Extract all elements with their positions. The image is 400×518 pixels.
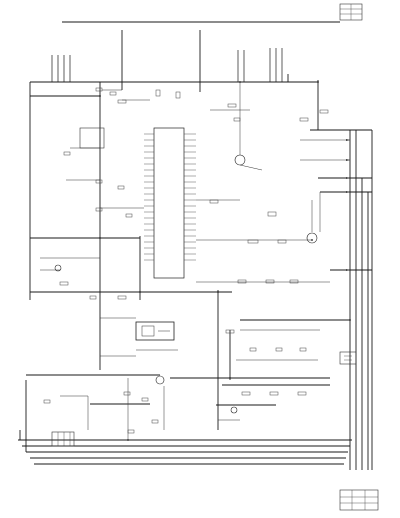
- main-bus-lines: [18, 21, 372, 465]
- ic-block-bottom-left: [51, 431, 75, 447]
- signal-arrows: [346, 139, 350, 271]
- interconnect-wires: [40, 82, 350, 440]
- right-side-connector: [339, 351, 357, 365]
- junction-dots: [99, 81, 351, 441]
- vertical-rails: [19, 30, 373, 470]
- transistor-symbols: [54, 154, 318, 414]
- central-ic: [144, 127, 196, 279]
- component-clusters: [43, 87, 329, 434]
- ic-block-center-lower: [135, 321, 178, 351]
- title-block-top: [339, 3, 363, 21]
- title-block-bottom: [339, 489, 379, 511]
- top-connector-pins: [51, 48, 283, 82]
